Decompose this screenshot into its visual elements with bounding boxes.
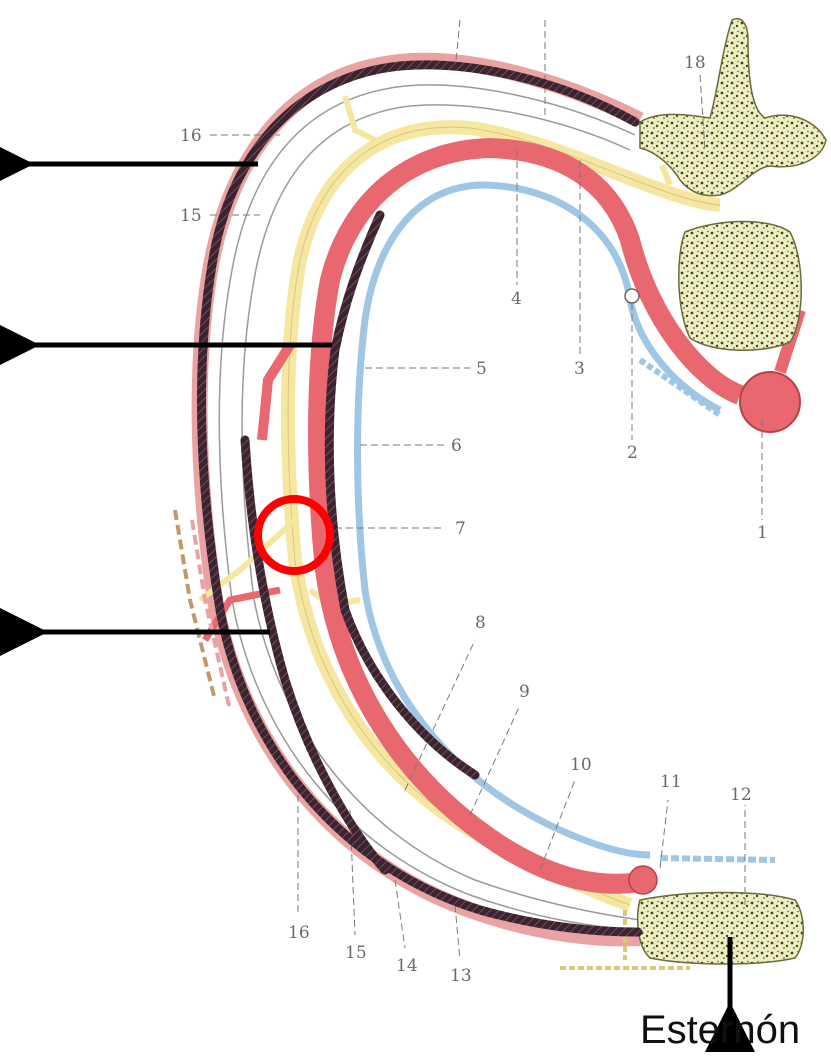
label-1: 1 <box>757 523 768 543</box>
label-2: 2 <box>627 443 638 463</box>
label-16-top: 16 <box>180 126 202 146</box>
vein-dashed-front <box>660 858 775 860</box>
label-12: 12 <box>730 785 752 805</box>
vertebral-body <box>679 222 801 351</box>
label-15-bottom: 15 <box>345 943 367 963</box>
label-5: 5 <box>476 359 487 379</box>
azygos-vein <box>625 289 639 303</box>
label-6: 6 <box>451 436 462 456</box>
internal-thoracic-artery <box>629 866 657 894</box>
label-18: 18 <box>684 53 706 73</box>
label-9: 9 <box>519 682 530 702</box>
label-3: 3 <box>574 359 585 379</box>
sternum-annotation: Esternón <box>640 1008 800 1052</box>
vertebra-process <box>640 19 826 196</box>
label-8: 8 <box>475 613 486 633</box>
label-10: 10 <box>570 755 592 775</box>
skin-layer <box>200 61 640 939</box>
label-13: 13 <box>450 966 472 986</box>
label-7: 7 <box>455 519 466 539</box>
label-15-top: 15 <box>180 206 202 226</box>
aorta <box>740 372 800 432</box>
nerve-branch-vertebral <box>662 165 670 185</box>
sternum <box>638 893 804 965</box>
label-4: 4 <box>511 289 522 309</box>
label-11: 11 <box>660 772 682 792</box>
label-14: 14 <box>396 956 418 976</box>
label-16-bottom: 16 <box>288 923 310 943</box>
nerve-branch-upper <box>345 96 375 140</box>
